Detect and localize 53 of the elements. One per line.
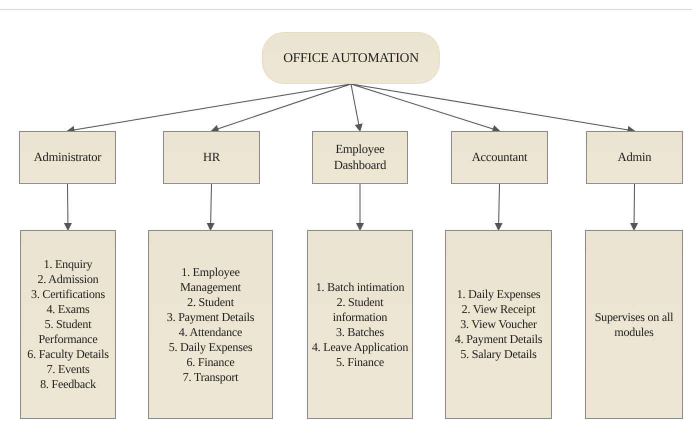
list-item: 6. Finance <box>186 354 234 370</box>
arrow <box>206 184 215 231</box>
module-box <box>451 131 548 184</box>
list-item: 5. Student Performance <box>37 317 99 347</box>
list-item: 3. View Voucher <box>460 317 537 332</box>
arrow <box>350 84 636 134</box>
list-item: 5. Daily Expenses <box>168 340 252 354</box>
node-label: Accountant <box>472 150 528 166</box>
list-item: 4. Exams <box>46 302 90 317</box>
module-box <box>312 131 408 184</box>
list-item: 3. Certifications <box>31 287 105 302</box>
list-item: 7. Events <box>46 362 90 377</box>
node-label: HR <box>203 150 220 166</box>
arrow <box>350 84 363 132</box>
list-item: 2. Student <box>187 294 234 310</box>
list-item: 1. Enquiry <box>44 257 92 272</box>
list-item: 3. Batches <box>336 324 384 340</box>
feature-list-box <box>20 230 116 419</box>
list-item: 4. Attendance <box>178 324 242 340</box>
arrow <box>64 184 72 231</box>
arrow <box>66 84 352 134</box>
list-item: 4. Leave Application <box>312 340 408 354</box>
arrow <box>356 184 364 231</box>
feature-list-box <box>445 230 552 419</box>
node-label: Administrator <box>34 150 102 166</box>
arrow <box>350 84 500 133</box>
list-item: 5. Finance <box>336 354 384 370</box>
feature-list-box <box>585 230 683 419</box>
list-item: 3. Payment Details <box>166 310 254 324</box>
feature-list-box <box>148 230 273 419</box>
list-item: 7. Transport <box>182 370 238 384</box>
module-box <box>19 131 116 184</box>
list-item: 1. Daily Expenses <box>456 287 540 302</box>
list-item: 2. Student information <box>332 294 388 324</box>
module-box <box>163 131 260 184</box>
feature-list-box <box>307 230 413 419</box>
arrow <box>210 84 352 133</box>
list-item: 2. Admission <box>38 272 98 287</box>
list-item: Supervises on all modules <box>594 310 674 340</box>
list-item: 1. Batch intimation <box>316 280 404 294</box>
list-item: 5. Salary Details <box>460 347 537 362</box>
list-item: 4. Payment Details <box>454 332 542 347</box>
list-item: 2. View Receipt <box>462 302 536 317</box>
node-label: Admin <box>618 150 652 166</box>
arrow <box>630 184 638 231</box>
list-item: 1. Employee Management <box>179 264 242 294</box>
node-label: Employee Dashboard <box>332 142 388 174</box>
list-item: 6. Faculty Details <box>27 347 109 362</box>
node-label: OFFICE AUTOMATION <box>283 50 419 66</box>
arrow <box>494 184 503 231</box>
root-node <box>262 32 440 84</box>
module-box <box>586 131 683 184</box>
list-item: 8. Feedback <box>40 377 96 392</box>
